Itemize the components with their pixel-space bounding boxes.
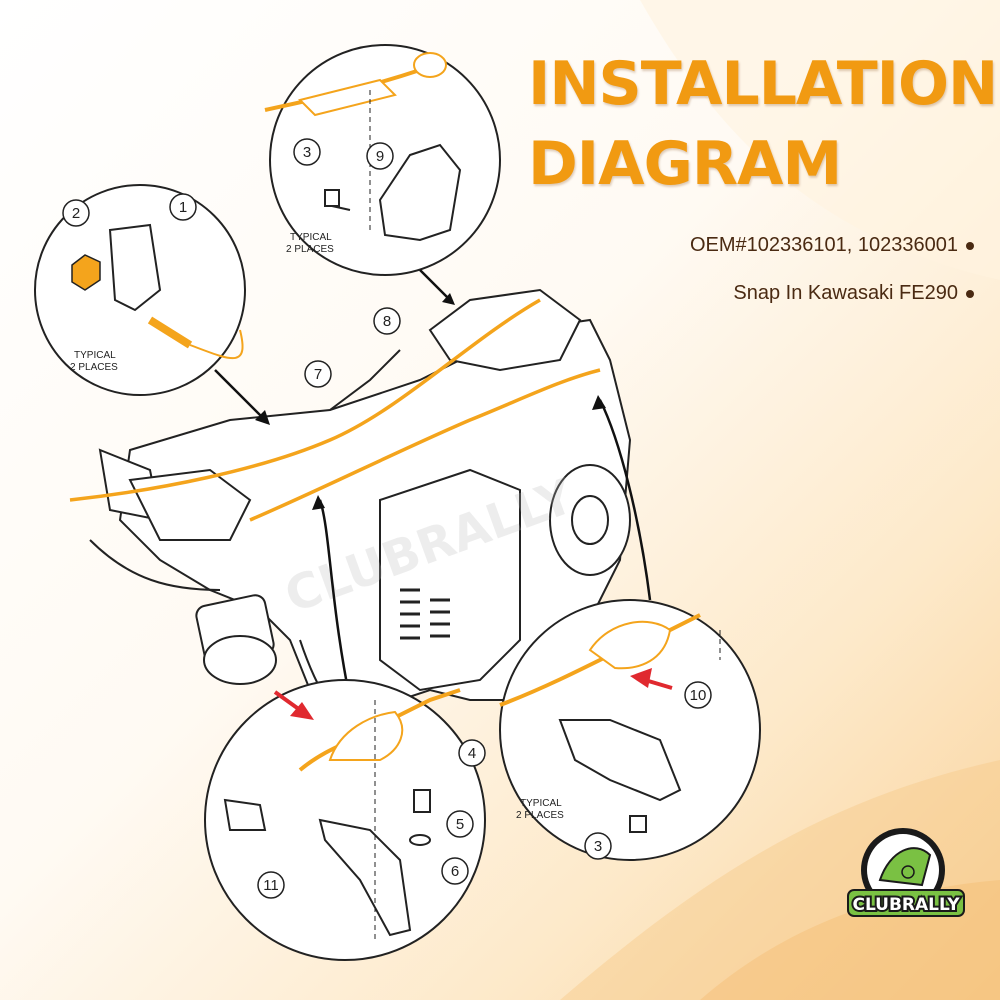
typical-note-top-2: 2 PLACES [286, 244, 334, 255]
callout-3-top-circle [293, 138, 321, 166]
callout-2-circle [62, 199, 90, 227]
spec-engine-text: Snap In Kawasaki FE290 [733, 282, 958, 304]
callout-10: 10 [690, 687, 707, 704]
callout-5: 5 [456, 816, 464, 833]
callout-1-circle [169, 193, 197, 221]
throttle-cables [69, 298, 601, 522]
typical-note-left-2: 2 PLACES [70, 362, 118, 373]
title-line-1: INSTALLATION [528, 49, 998, 119]
spec-list: OEM#102336101, 102336001 Snap In Kawasak… [690, 234, 974, 330]
callout-10-circle [684, 681, 712, 709]
detail-circle-left [34, 184, 246, 396]
engine-vents [400, 588, 450, 640]
callout-3-bottom: 3 [594, 838, 602, 855]
callout-6-circle [441, 857, 469, 885]
callout-5-circle [446, 810, 474, 838]
title-line-2: DIAGRAM [528, 129, 842, 199]
callout-7-circle [304, 360, 332, 388]
engine-body [98, 288, 632, 701]
typical-note-right-1: TYPICAL [520, 798, 562, 809]
callout-8-circle [373, 307, 401, 335]
typical-note-top-1: TYPICAL [290, 232, 332, 243]
callout-1: 1 [179, 199, 187, 216]
callout-4-circle [458, 739, 486, 767]
callout-6: 6 [451, 863, 459, 880]
pointer-arrows [214, 269, 652, 701]
red-indicator-arrows [273, 668, 673, 720]
spec-item-oem: OEM#102336101, 102336001 [690, 234, 974, 257]
spec-oem-text: OEM#102336101, 102336001 [689, 234, 958, 256]
detail-circle-bottom-right [499, 599, 761, 861]
callout-7: 7 [314, 366, 322, 383]
bullet-icon [966, 289, 974, 298]
callout-2: 2 [72, 205, 80, 222]
pointer-arrowheads [255, 293, 606, 510]
spec-item-engine: Snap In Kawasaki FE290 [690, 282, 974, 305]
callout-8: 8 [383, 313, 391, 330]
typical-note-left-1: TYPICAL [74, 350, 116, 361]
callout-4: 4 [468, 745, 476, 762]
bullet-icon [966, 241, 974, 250]
logo-text: CLUBRALLY [852, 895, 960, 915]
callout-3-top: 3 [303, 144, 311, 161]
callout-11: 11 [263, 877, 279, 894]
typical-note-right-2: 2 PLACES [516, 810, 564, 821]
callout-9: 9 [376, 148, 384, 165]
clubrally-logo: CLUBRALLY [847, 828, 965, 917]
callout-3-bottom-circle [584, 832, 612, 860]
detail-circle-bottom-left [204, 679, 486, 961]
callout-9-circle [366, 142, 394, 170]
page-title: INSTALLATION DIAGRAM [528, 44, 998, 204]
callout-11-circle [257, 871, 285, 899]
